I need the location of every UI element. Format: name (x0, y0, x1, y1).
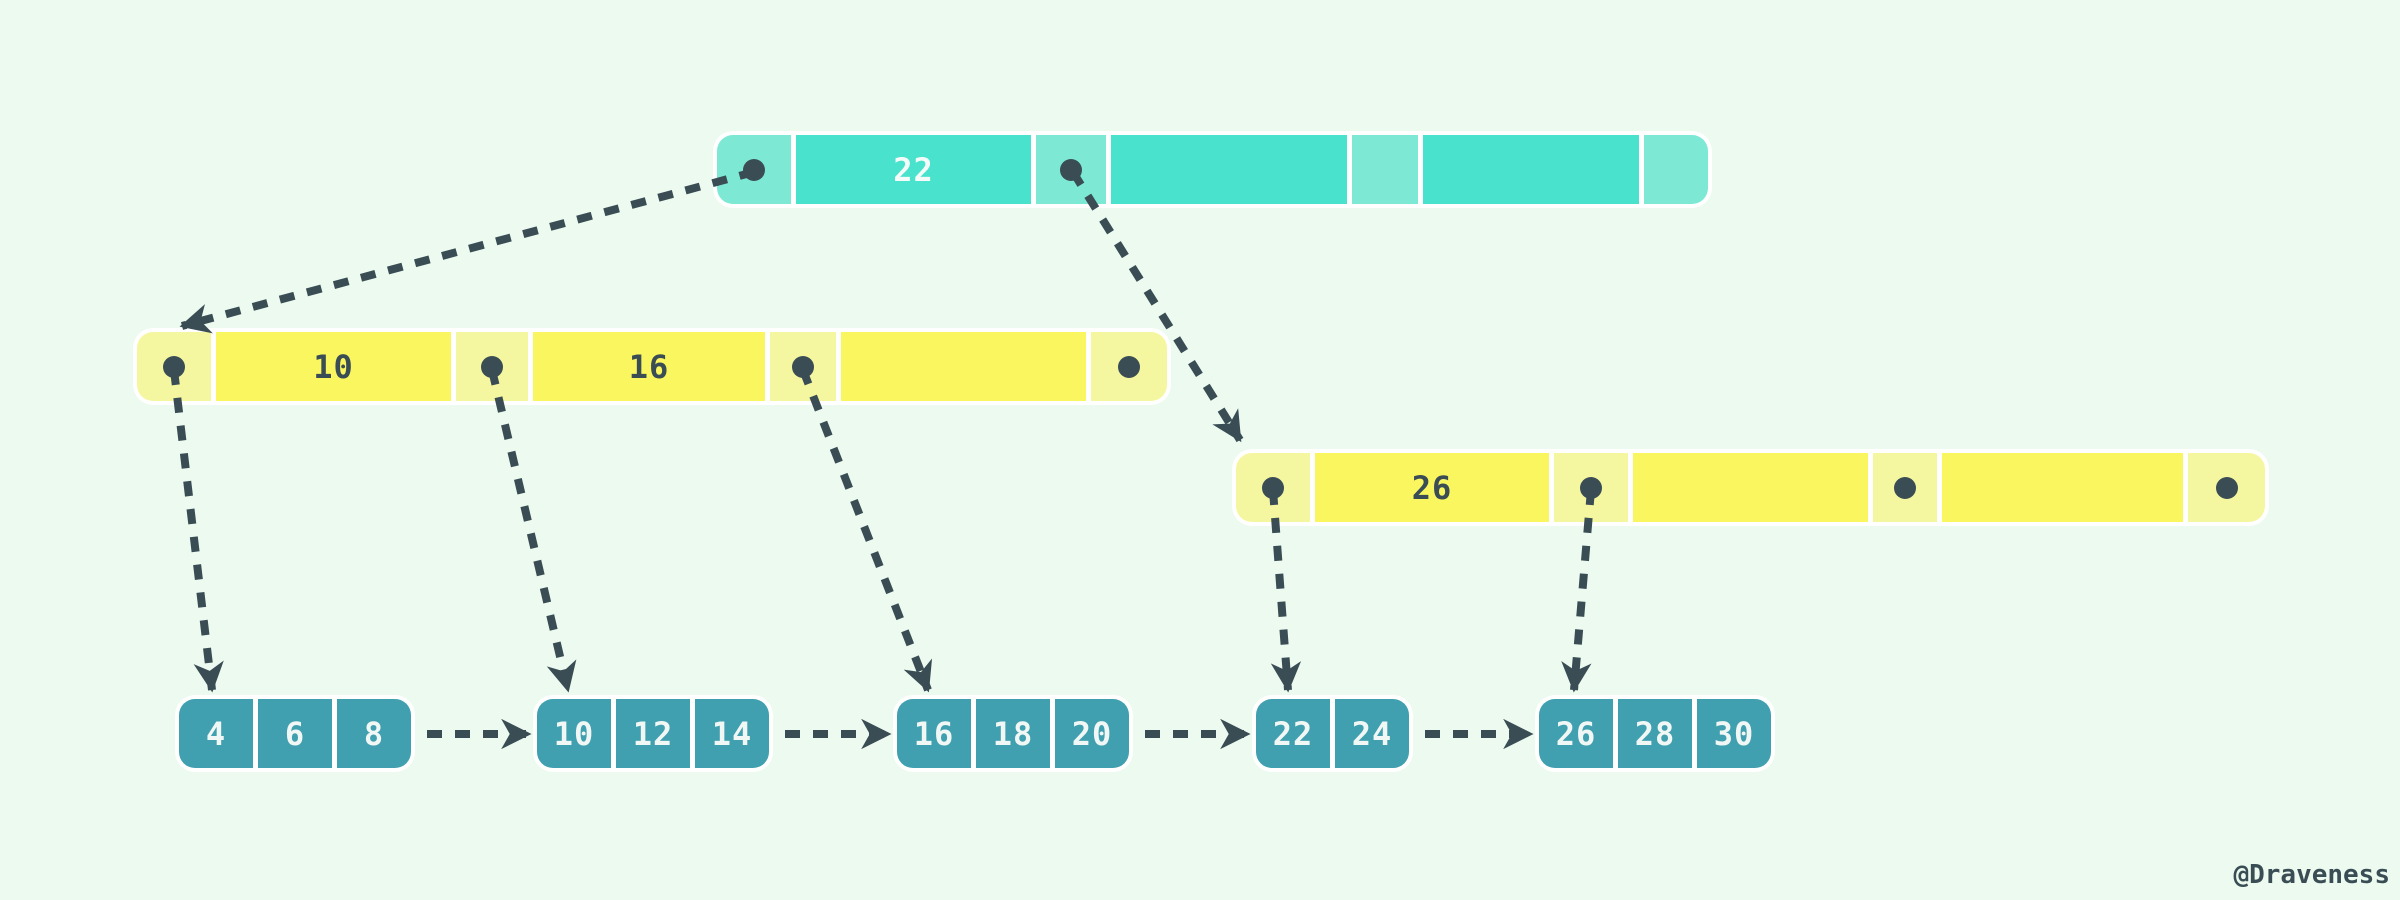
pointer-dot (1262, 476, 1284, 499)
internal-node-left-pointer-cell-5 (770, 332, 836, 401)
leaf-node-2-record-cell-2: 12 (616, 699, 690, 768)
root-node-pointer-cell-3 (1036, 135, 1106, 204)
internal-node-left-pointer-cell-1 (137, 332, 211, 401)
root-node-pointer-cell-5 (1352, 135, 1418, 204)
pointer-dot (1118, 355, 1140, 378)
internal-node-left-pointer-cell-7 (1091, 332, 1167, 401)
leaf-node-2-record-cell-1: 10 (537, 699, 611, 768)
internal-node-right-pointer-cell-3 (1554, 453, 1628, 522)
internal-node-right-pointer-cell-7 (2188, 453, 2265, 522)
pointer-arrow-left-ptr2-to-leaf2 (488, 369, 577, 693)
internal-node-right: 26 (1232, 449, 2269, 526)
pointer-arrow-left-ptr1-to-leaf1 (170, 369, 224, 693)
internal-node-right-key-cell-6 (1942, 453, 2183, 522)
pointer-dot (1894, 476, 1916, 499)
pointer-dot (743, 158, 765, 181)
internal-node-left: 10 16 (133, 328, 1171, 405)
internal-node-left-key-cell-2: 10 (216, 332, 451, 401)
leaf-node-3-record-cell-2: 18 (976, 699, 1050, 768)
internal-node-left-pointer-cell-3 (456, 332, 528, 401)
leaf-node-5-record-cell-1: 26 (1539, 699, 1613, 768)
internal-node-right-key-cell-2: 26 (1315, 453, 1549, 522)
leaf-node-4-record-cell-2: 24 (1335, 699, 1409, 768)
root-node-key-cell-4 (1111, 135, 1347, 204)
root-node: 22 (713, 131, 1712, 208)
internal-node-left-key-cell-6 (841, 332, 1086, 401)
leaf-node-2-record-cell-3: 14 (695, 699, 769, 768)
pointer-arrow-left-ptr3-to-leaf3 (799, 368, 933, 693)
leaf-node-4-record-cell-1: 22 (1256, 699, 1330, 768)
internal-node-right-pointer-cell-5 (1873, 453, 1937, 522)
internal-node-left-key-cell-4: 16 (533, 332, 765, 401)
pointer-dot (481, 355, 503, 378)
leaf-node-1-record-cell-2: 6 (258, 699, 332, 768)
root-node-key-cell-2: 22 (796, 135, 1031, 204)
leaf-node-5-record-cell-3: 30 (1697, 699, 1771, 768)
pointer-arrow-root-ptr1-to-left-internal (179, 168, 756, 334)
pointer-dot (1580, 476, 1602, 499)
internal-node-right-pointer-cell-1 (1236, 453, 1310, 522)
pointer-dot (2215, 476, 2238, 499)
watermark: @Draveness (2233, 860, 2390, 890)
root-node-key-cell-6 (1423, 135, 1639, 204)
pointer-dot (792, 355, 814, 378)
leaf-node-3-record-cell-1: 16 (897, 699, 971, 768)
leaf-node-3-record-cell-3: 20 (1055, 699, 1129, 768)
root-node-pointer-cell-7 (1644, 135, 1708, 204)
leaf-node-5-record-cell-2: 28 (1618, 699, 1692, 768)
internal-node-right-key-cell-4 (1633, 453, 1868, 522)
leaf-node-1-record-cell-1: 4 (179, 699, 253, 768)
leaf-node-1-record-cell-3: 8 (337, 699, 411, 768)
pointer-dot (163, 355, 185, 378)
pointer-dot (1060, 158, 1082, 181)
root-node-pointer-cell-1 (717, 135, 791, 204)
